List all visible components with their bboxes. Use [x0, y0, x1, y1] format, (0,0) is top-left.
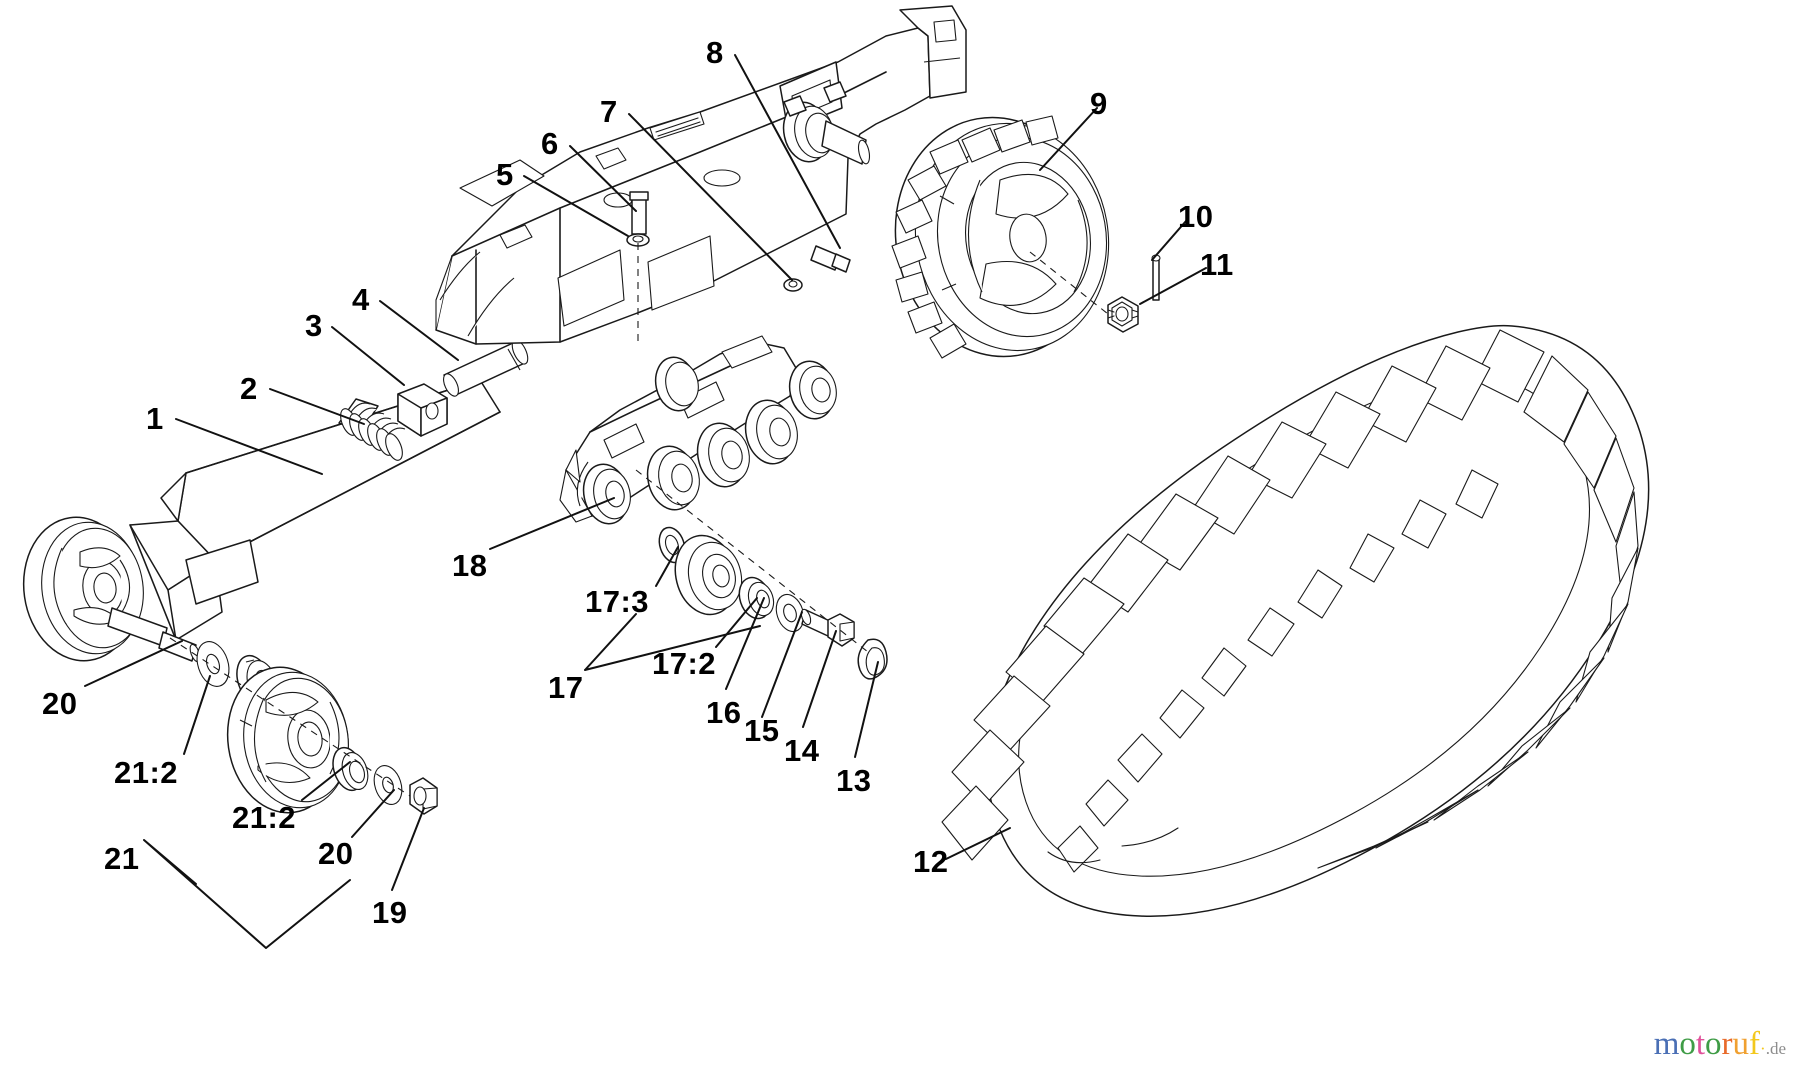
callout-21: 21: [104, 841, 140, 876]
callout-14: 14: [784, 733, 820, 768]
part-group-roller-carriage: [559, 335, 888, 680]
part-roller-set: [582, 356, 837, 525]
part-drive-hub: [782, 81, 871, 165]
part-shaft-15: [800, 608, 833, 637]
part-rod: [443, 339, 529, 397]
callout-15: 15: [744, 713, 780, 748]
part-washer-20b: [373, 765, 403, 805]
part-nut-19: [409, 777, 438, 815]
part-axle-bolt: [107, 607, 201, 663]
motoruf-watermark: motoruf·.de: [1654, 1028, 1786, 1061]
watermark-letter-o1: o: [1679, 1026, 1696, 1062]
part-castle-nut-11: [1107, 296, 1139, 333]
callout-13: 13: [836, 763, 872, 798]
callout-6: 6: [541, 126, 559, 161]
part-retaining-ring-13: [857, 638, 888, 680]
callout-17-2: 17:2: [652, 646, 717, 681]
callout-8: 8: [706, 35, 724, 70]
callout-20-lower: 20: [318, 836, 354, 871]
watermark-letter-m: m: [1653, 1026, 1680, 1062]
part-group-rubber-track: [941, 324, 1650, 917]
callout-17-3: 17:3: [585, 584, 650, 619]
watermark-suffix: .de: [1765, 1039, 1786, 1058]
watermark-letter-r: r: [1721, 1026, 1733, 1062]
callout-9: 9: [1090, 86, 1108, 121]
part-nut-block: [397, 383, 448, 437]
callout-11: 11: [1200, 247, 1234, 282]
watermark-letter-o2: o: [1705, 1026, 1722, 1062]
part-washer-16: [775, 593, 805, 633]
part-roller-17: [674, 534, 743, 616]
part-spring: [338, 398, 406, 461]
callout-17: 17: [548, 670, 584, 705]
callout-4: 4: [352, 282, 370, 317]
callout-18: 18: [452, 548, 488, 583]
part-bolt-6: [629, 191, 649, 235]
watermark-dot: ·: [1760, 1039, 1766, 1058]
watermark-letter-u: u: [1732, 1026, 1750, 1062]
part-idler-wheel-left: [22, 516, 144, 662]
part-group-main-frame: [435, 5, 967, 345]
part-group-tensioner: [22, 339, 529, 815]
callout-16: 16: [706, 695, 742, 730]
part-bolt-7: [783, 278, 803, 292]
callout-3: 3: [305, 308, 323, 343]
callout-5: 5: [496, 157, 514, 192]
callout-10: 10: [1178, 199, 1214, 234]
watermark-letter-f: f: [1749, 1026, 1761, 1062]
callout-20-upper: 20: [42, 686, 78, 721]
callout-1: 1: [146, 401, 164, 436]
watermark-letter-t: t: [1695, 1026, 1706, 1062]
callout-12: 12: [913, 844, 949, 879]
part-bolt-8: [810, 245, 851, 273]
callout-21-2-upper: 21:2: [114, 755, 179, 790]
callout-19: 19: [372, 895, 408, 930]
callout-2: 2: [240, 371, 258, 406]
callout-21-2-lower: 21:2: [232, 800, 297, 835]
part-washer-20a: [196, 641, 230, 687]
callout-7: 7: [600, 94, 618, 129]
part-group-drive-sprocket: [891, 115, 1161, 359]
leader-lines: [84, 54, 1207, 949]
part-nut-5: [626, 233, 650, 247]
